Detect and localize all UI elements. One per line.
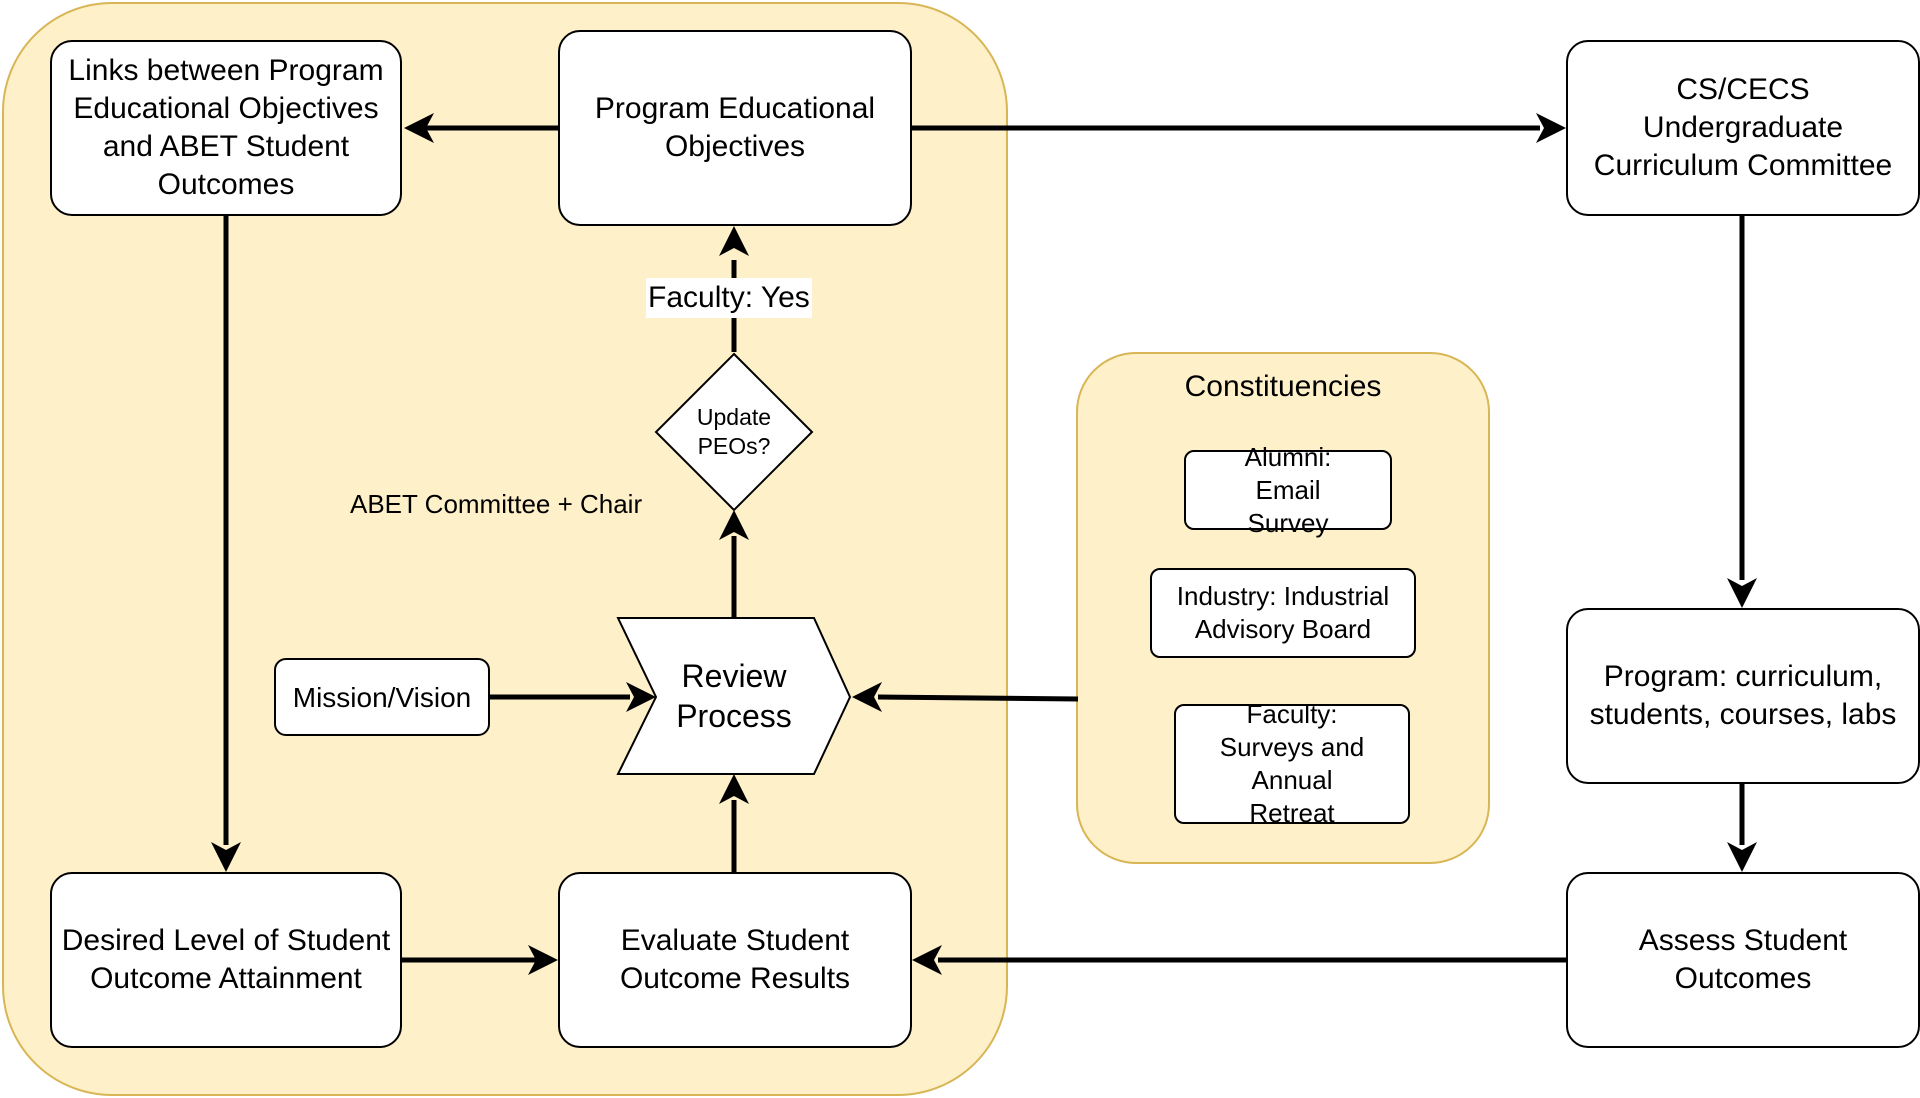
mission-box: Mission/Vision xyxy=(274,658,490,736)
committee-box: CS/CECS Undergraduate Curriculum Committ… xyxy=(1566,40,1920,216)
update-peos-label: Update PEOs? xyxy=(696,404,772,459)
edge-constituencies-to-review xyxy=(877,694,1079,702)
arrowhead xyxy=(404,113,434,143)
alumni-box: Alumni: Email Survey xyxy=(1184,442,1392,538)
arrowhead xyxy=(719,510,749,540)
assess-box: Assess Student Outcomes xyxy=(1566,872,1920,1048)
arrowheads xyxy=(211,113,1757,975)
review-process-shape xyxy=(616,617,852,775)
arrowhead xyxy=(211,842,241,872)
arrowhead xyxy=(1727,578,1757,608)
constituencies-title: Constituencies xyxy=(1184,370,1382,403)
arrowhead xyxy=(1727,842,1757,872)
peo-box: Program Educational Objectives xyxy=(558,30,912,226)
arrowhead xyxy=(912,945,942,975)
industry-box: Industry: Industrial Advisory Board xyxy=(1150,568,1416,658)
arrowhead xyxy=(626,682,656,712)
arrowhead xyxy=(719,226,749,256)
faculty-box: Faculty: Surveys and Annual Retreat xyxy=(1174,699,1410,828)
arrowhead xyxy=(528,945,558,975)
faculty-yes-label: Faculty: Yes xyxy=(646,278,812,318)
arrowhead xyxy=(719,774,749,804)
desired-box: Desired Level of Student Outcome Attainm… xyxy=(50,872,402,1048)
evaluate-box: Evaluate Student Outcome Results xyxy=(558,872,912,1048)
arrowhead xyxy=(852,682,882,712)
links-box: Links between Program Educational Object… xyxy=(50,40,402,216)
review-process-label: Review Process xyxy=(676,658,792,734)
program-box: Program: curriculum, students, courses, … xyxy=(1566,608,1920,784)
update-peos-diamond xyxy=(654,352,814,512)
arrowhead xyxy=(1536,113,1566,143)
abet-committee-chair-label: ABET Committee + Chair xyxy=(350,489,643,519)
